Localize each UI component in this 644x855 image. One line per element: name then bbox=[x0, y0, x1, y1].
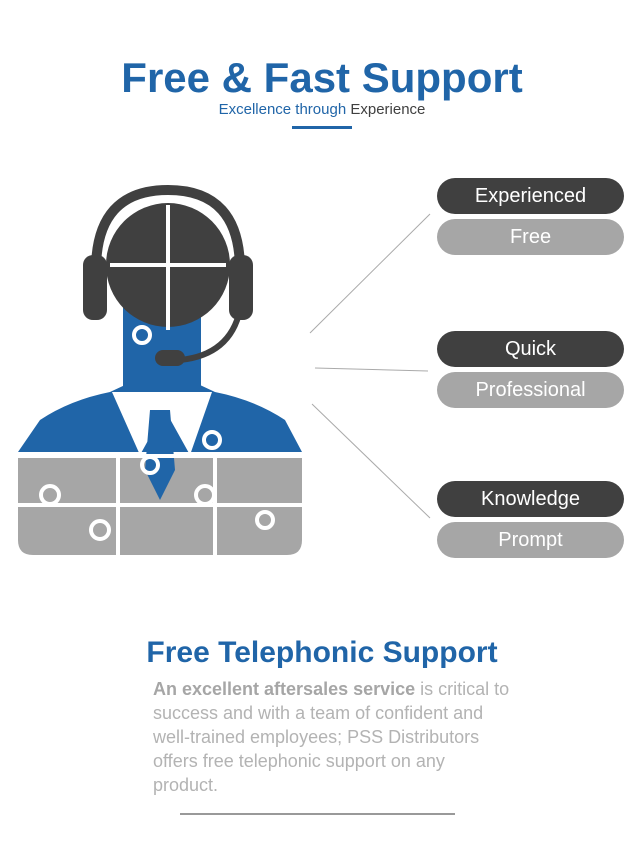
pill-free: Free bbox=[437, 219, 624, 255]
section-bold-lead: An excellent aftersales service bbox=[153, 679, 416, 699]
page-title: Free & Fast Support bbox=[121, 54, 523, 101]
connector-arrows bbox=[309, 213, 431, 519]
pill-prompt: Prompt bbox=[437, 522, 624, 558]
agent-body-icon bbox=[18, 184, 302, 555]
section-body: An excellent aftersales service is criti… bbox=[153, 677, 513, 797]
subtitle: Excellence through Experience bbox=[0, 101, 644, 118]
subtitle-part1: Excellence through bbox=[218, 101, 347, 118]
subtitle-part2: Experience bbox=[350, 101, 426, 118]
pill-experienced: Experienced bbox=[437, 178, 624, 214]
bottom-divider bbox=[180, 813, 455, 815]
support-agent-puzzle-illustration bbox=[18, 184, 431, 555]
section-title: Free Telephonic Support bbox=[146, 636, 498, 669]
pill-knowledge: Knowledge bbox=[437, 481, 624, 517]
section-body-text: is critical to success and with a team o… bbox=[153, 679, 510, 795]
pill-quick: Quick bbox=[437, 331, 624, 367]
title-underline bbox=[292, 126, 352, 129]
pill-professional: Professional bbox=[437, 372, 624, 408]
